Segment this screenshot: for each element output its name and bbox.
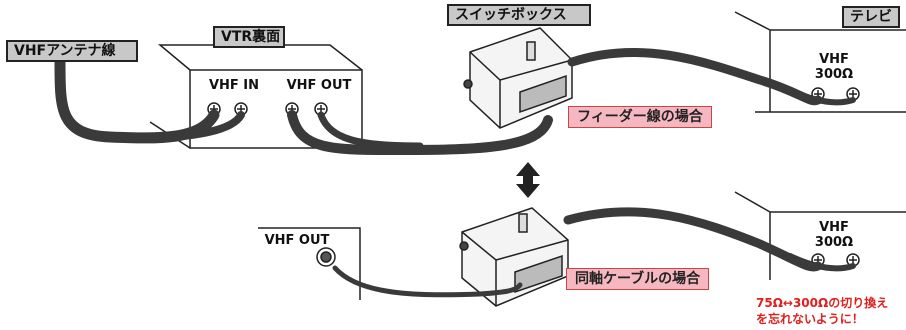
double-arrow-icon [516,162,540,198]
tv-top-ohm-label: 300Ω [814,67,854,82]
coax-case-tag: 同軸ケーブルの場合 [566,268,710,290]
impedance-note-line2: を忘れないように！ [756,312,864,326]
tv-label: テレビ [842,6,900,28]
tv-bottom-ohm-label: 300Ω [814,235,854,250]
cables [54,47,856,298]
vcr-terminals [207,102,328,116]
vhf-antenna-line-label: VHFアンテナ線 [6,40,138,62]
vcr-coax-box [258,227,361,300]
impedance-note-line1: 75Ω↔300Ωの切り換え [756,296,889,310]
feeder-case-tag: フィーダー線の場合 [568,106,712,128]
vcr-vhf-out-label: VHF OUT [286,78,352,93]
vcr-vhf-in-label: VHF IN [208,78,260,93]
tv-top-vhf-label: VHF [819,52,849,67]
switch-box-top [463,27,573,129]
coax-vhf-out-label: VHF OUT [264,233,330,248]
switch-box-label: スイッチボックス [447,4,591,26]
tv-bottom-vhf-label: VHF [819,220,849,235]
vtr-back-label: VTR裏面 [213,26,285,48]
